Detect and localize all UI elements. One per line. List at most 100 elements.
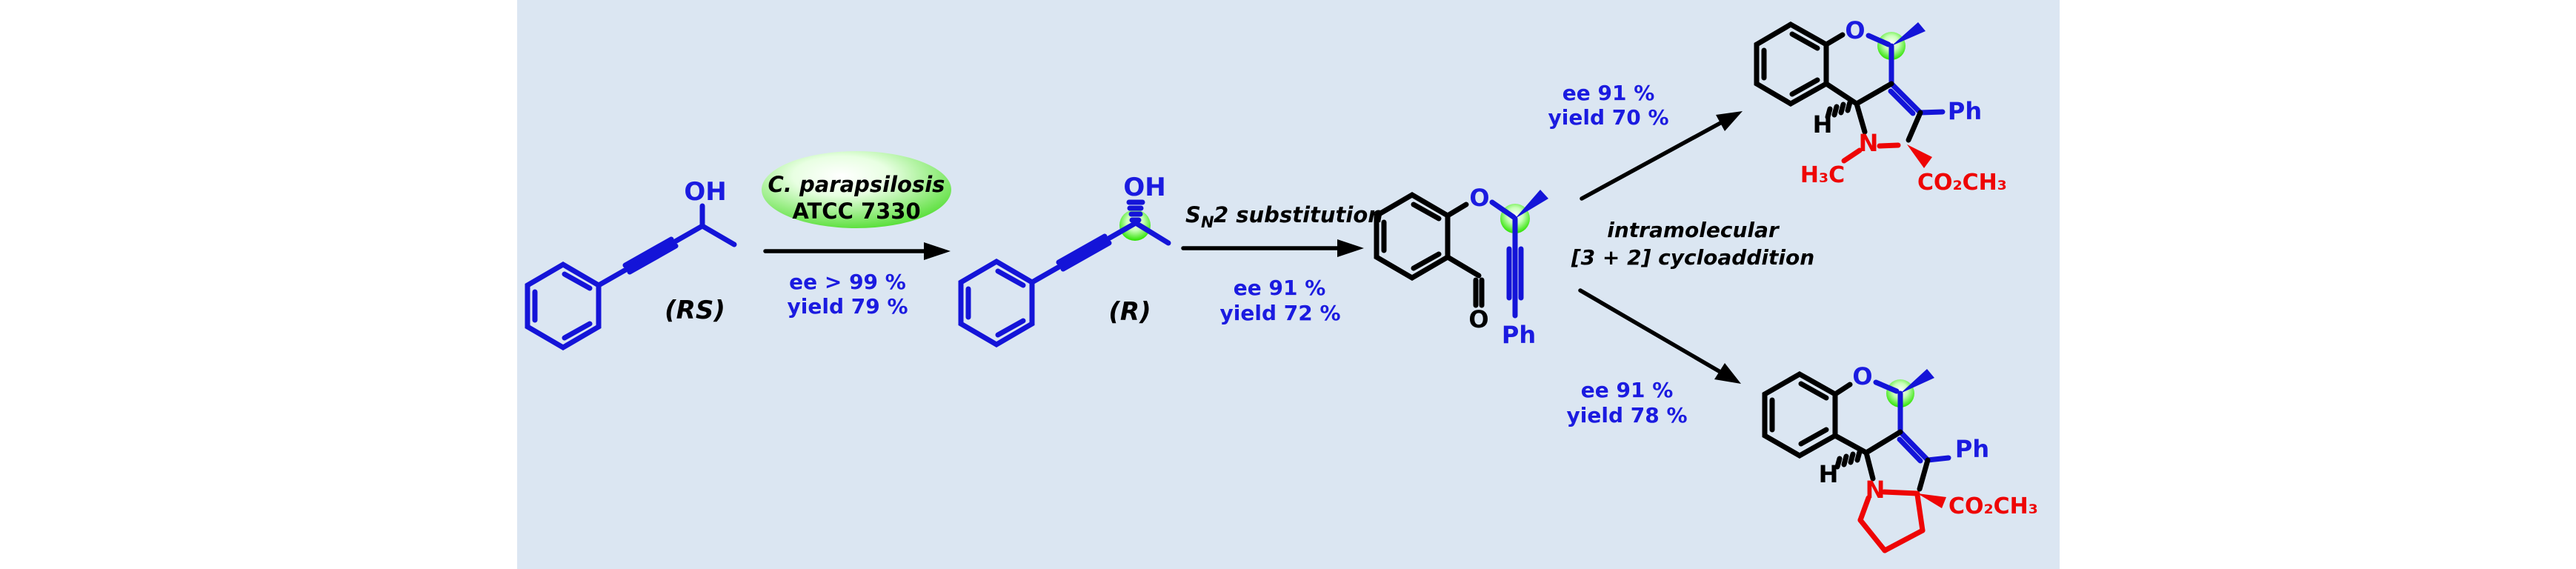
bond — [1133, 220, 1171, 246]
arrow-head — [1716, 111, 1743, 131]
arrow-biocatalysis: ee > 99 % yield 79 % — [763, 242, 951, 319]
bond — [1888, 81, 1923, 116]
cycloaddition-label: intramolecular [3 + 2] cycloaddition — [1571, 218, 1814, 270]
bond — [699, 223, 737, 247]
pyran-oxygen-label: O — [1852, 362, 1872, 390]
molecule-aldehyde-ether: O Ph O — [1374, 184, 1548, 349]
triple-bond-line — [627, 243, 679, 275]
wedge-bond-methyl — [1891, 22, 1926, 46]
arrow-head — [1337, 239, 1364, 257]
ee-value: ee 91 % — [1581, 378, 1674, 402]
ether-oxygen-label: O — [1469, 184, 1489, 212]
molecule-racemic-alcohol: OH (RS) — [525, 177, 737, 351]
wedge-bond-ester — [1917, 493, 1946, 508]
double-bond-inner — [562, 321, 593, 341]
hash-mark — [1834, 456, 1843, 470]
ee-value: ee 91 % — [1234, 276, 1326, 300]
bond — [1841, 147, 1863, 164]
double-bond-inner — [1798, 381, 1829, 401]
bond — [1854, 81, 1894, 107]
bond — [1925, 455, 1951, 463]
cycloaddition-line1: intramolecular — [1607, 218, 1780, 242]
benzene-ring — [525, 261, 602, 351]
bond — [1029, 220, 1139, 285]
phenyl-label: Ph — [1502, 321, 1536, 349]
bond — [1914, 492, 1926, 533]
stereo-h-label: H — [1819, 460, 1839, 488]
wedge-bond-methyl — [1515, 190, 1548, 219]
arrow-to-bottom-product: ee 91 % yield 78 % — [1567, 288, 1741, 427]
bond — [1832, 433, 1869, 456]
reaction-label-rest: 2 substitution — [1214, 202, 1383, 227]
bond — [1917, 109, 1946, 116]
bond — [1445, 202, 1469, 219]
bond — [1832, 382, 1853, 397]
double-bond-inner — [562, 271, 593, 291]
double-bond-inner — [1888, 88, 1916, 116]
triple-bond-line — [622, 236, 674, 268]
double-bond-inner — [995, 268, 1026, 288]
bond — [1863, 429, 1903, 456]
hash-mark — [1841, 453, 1849, 467]
bond — [1882, 528, 1926, 553]
reaction-label-sub-n: N — [1201, 213, 1214, 231]
ee-value: ee > 99 % — [789, 270, 906, 294]
benzene-ring — [958, 258, 1035, 348]
hash-mark — [1845, 99, 1853, 113]
bond — [1873, 379, 1900, 394]
double-bond-inner — [995, 318, 1026, 338]
arrow-head — [924, 242, 951, 260]
bond — [1917, 457, 1931, 492]
bond — [1857, 517, 1888, 553]
bond — [1906, 110, 1923, 143]
product-pyrrolizidine-cycloadduct: O Ph H N CO₂CH₃ — [1762, 362, 2038, 553]
double-bond-inner — [1789, 77, 1820, 97]
arrow-shaft — [1578, 288, 1723, 374]
bond — [1866, 33, 1891, 47]
ester-label: CO₂CH₃ — [1917, 170, 2007, 196]
arrow-shaft — [1580, 120, 1724, 201]
double-bond-inner — [1411, 251, 1442, 271]
wedge-bond-methyl — [1900, 369, 1934, 393]
molecule-r-alcohol: OH (R) — [958, 173, 1171, 348]
triple-bond-line — [1056, 233, 1108, 265]
reaction-label-s: S — [1185, 202, 1201, 227]
enzyme-strain: ATCC 7330 — [792, 199, 920, 224]
cycloaddition-line2: [3 + 2] cycloaddition — [1571, 245, 1814, 270]
hash-mark — [1831, 104, 1840, 118]
bond — [1863, 450, 1876, 482]
yield-value: yield 70 % — [1548, 105, 1669, 130]
triple-bond-line — [1060, 240, 1112, 272]
stereo-label: (R) — [1108, 297, 1151, 327]
yield-value: yield 72 % — [1220, 301, 1341, 325]
bond — [1877, 142, 1901, 149]
arrow-to-top-product: ee 91 % yield 70 % — [1548, 81, 1743, 201]
ester-label: CO₂CH₃ — [1948, 493, 2038, 519]
arrow-sn2: S N 2 substitution ee 91 % yield 72 % — [1181, 202, 1383, 325]
bond — [1445, 254, 1482, 279]
hash-mark — [1854, 449, 1863, 463]
nitrogen-label: N — [1859, 129, 1879, 157]
bond — [1823, 32, 1846, 47]
arrow-head — [1714, 363, 1741, 384]
hash-mark — [1825, 106, 1833, 120]
double-bond-inner — [1411, 202, 1442, 222]
pyran-oxygen-label: O — [1845, 16, 1865, 44]
wedge-bond-ester — [1907, 144, 1932, 168]
bond — [1823, 81, 1860, 107]
ee-value: ee 91 % — [1562, 81, 1655, 105]
phenyl-label: Ph — [1955, 435, 1989, 463]
bond — [596, 223, 705, 288]
aldehyde-oxygen-label: O — [1468, 305, 1488, 333]
double-bond-inner — [1798, 427, 1829, 447]
double-bond-inner — [1789, 31, 1820, 51]
bond — [1857, 495, 1871, 523]
hydroxyl-label: OH — [684, 177, 726, 207]
yield-value: yield 79 % — [788, 294, 908, 319]
bond — [1489, 199, 1517, 220]
enzyme-name: C. parapsilosis — [768, 172, 945, 197]
phenyl-label: Ph — [1948, 97, 1982, 125]
enzyme-ellipse — [762, 151, 951, 228]
